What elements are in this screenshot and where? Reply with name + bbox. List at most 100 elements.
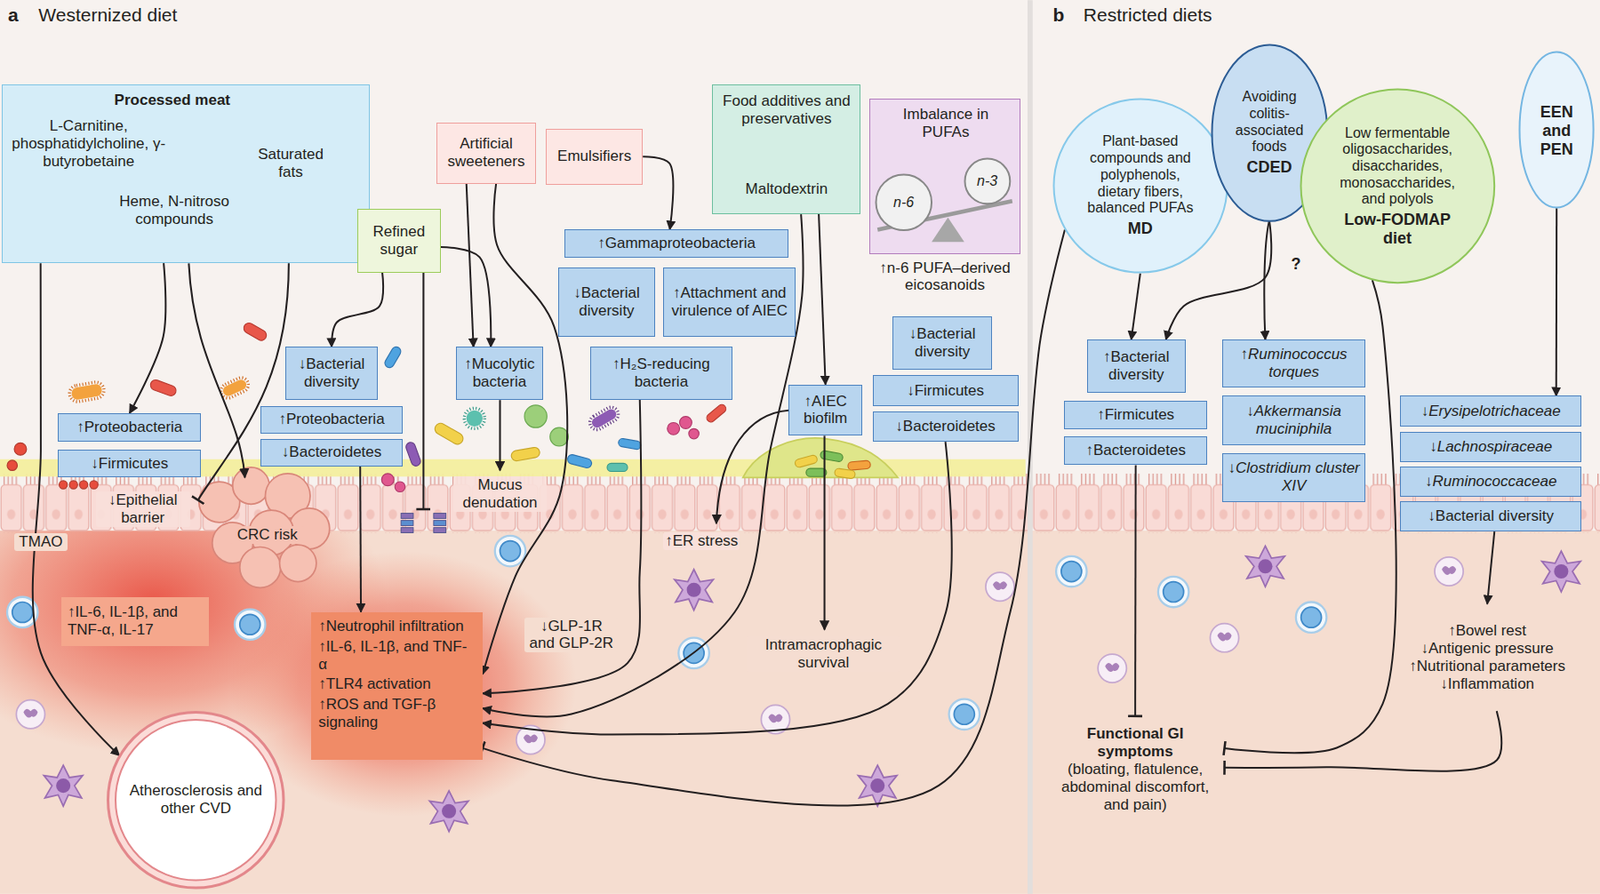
drawing-part	[432, 421, 465, 447]
node-text: Refined sugar	[362, 223, 436, 259]
drawing-part	[432, 421, 465, 447]
drawing-part	[280, 544, 317, 582]
drawing-part	[394, 481, 405, 492]
drawing-part	[232, 467, 270, 504]
annotation-label: Intramacrophagic survival	[746, 636, 900, 672]
arrow-connector	[1555, 208, 1558, 396]
panel-title: b	[1050, 4, 1066, 27]
microbiota-change-box: ↓Clostridium cluster XIV	[1222, 453, 1366, 503]
microbiota-change-box: ↑Gammaproteobacteria	[564, 229, 790, 258]
drawing-part	[464, 408, 485, 429]
microbiota-change-box: ↑Ruminococcus torques	[1222, 339, 1366, 388]
vessel-lumen	[115, 720, 276, 880]
node-text: Heme, N-nitroso compounds	[97, 192, 251, 229]
drawing-part	[1209, 624, 1239, 653]
drawing-part	[1434, 557, 1464, 586]
node-content: Atherosclerosis and other CVD	[124, 782, 268, 818]
drawing-part	[70, 383, 103, 401]
drawing-part	[218, 375, 251, 400]
diet-circle: Plant-based compounds and polyphenols, d…	[1052, 97, 1229, 274]
drawing-part	[466, 410, 483, 427]
arrow-connector	[466, 184, 474, 348]
drawing-part	[381, 473, 394, 487]
drawing-part	[400, 513, 414, 520]
node-content: n-3	[973, 172, 1002, 190]
drawing-part	[704, 402, 728, 424]
panel-title: Restricted diets	[1081, 4, 1215, 27]
diet-component-box: Imbalance in PUFAsn-6n-3	[869, 98, 1021, 254]
drawing-part	[400, 528, 414, 534]
drawing-part	[587, 404, 622, 432]
drawing-part	[1246, 545, 1286, 587]
panel-title: a	[6, 4, 21, 27]
annotation-label: Mucus denudation	[453, 476, 548, 512]
node-text: Low-FODMAP diet	[1331, 210, 1464, 248]
node-text: ↑Mucolytic bacteria	[461, 355, 538, 392]
node-text: ↑IL-6, IL-1β, and TNF-α, IL-17	[67, 603, 203, 640]
node-text: Saturated fats	[243, 145, 338, 182]
diet-circle: n-3	[963, 157, 1012, 206]
drawing-part	[495, 536, 526, 567]
microbiota-change-box: ↑Mucolytic bacteria	[456, 346, 544, 400]
additive-box: Emulsifiers	[545, 128, 643, 185]
microbiota-change-box: ↓Ruminococcaceae	[1400, 466, 1582, 497]
drawing-part	[89, 480, 98, 489]
drawing-part	[14, 442, 27, 456]
microbiota-change-box: ↓Bacterial diversity	[558, 267, 656, 337]
drawing-part	[607, 463, 628, 472]
node-text: ↑TLR4 activation	[318, 675, 476, 694]
edge-label: ?	[1285, 255, 1306, 274]
panel-title: Westernized diet	[36, 4, 179, 27]
node-text: ↓Bacterial diversity	[897, 325, 986, 361]
arrow-connector	[642, 156, 673, 230]
drawing-part	[1296, 601, 1327, 632]
drawing-part	[1542, 551, 1582, 592]
drawing-part	[806, 468, 827, 477]
drawing-part	[587, 404, 622, 432]
annotation-label: ↑ER stress	[663, 532, 740, 551]
ellipse-outline	[1520, 52, 1594, 208]
node-text: n-3	[973, 172, 1002, 190]
drawing-part	[931, 217, 965, 243]
drawing-part	[429, 791, 469, 832]
drawing-part	[607, 463, 628, 472]
node-text: Plant-based compounds and polyphenols, d…	[1079, 134, 1202, 218]
drawing-part	[241, 320, 269, 343]
drawing-part	[1097, 654, 1127, 683]
node-text: ↑Nutritional parameters	[1397, 657, 1577, 676]
node-text: ↓Ruminococcaceae	[1405, 472, 1576, 491]
drawing-part	[221, 377, 248, 398]
inflamed-tissue	[0, 530, 577, 816]
edge-label: ↓GLP-1R and GLP-2R	[524, 617, 619, 654]
node-text: ↓Lachnospiraceae	[1405, 438, 1576, 456]
node-content: Low fermentable oligosaccharides, disacc…	[1331, 124, 1464, 248]
microbiota-change-box: ↓Bacterial diversity	[1400, 501, 1582, 532]
inhibition-connector	[482, 230, 1065, 807]
arrow-connector	[482, 184, 568, 675]
node-text: ↑Bacteroidetes	[1069, 441, 1202, 460]
node-text: MD	[1079, 219, 1202, 239]
drawing-part	[16, 700, 45, 729]
node-text: ↑Neutrophil infiltration	[318, 617, 476, 636]
drawing-part	[59, 480, 68, 489]
microbiota-change-box: ↓Bacterial diversity	[285, 346, 377, 400]
drawing-part	[69, 480, 78, 489]
drawing-part	[834, 468, 856, 480]
leader-lines	[188, 263, 824, 630]
drawing-part	[498, 400, 501, 471]
drawing-part	[688, 428, 699, 439]
ellipse-outline	[875, 175, 932, 232]
tight-junction	[400, 513, 447, 534]
drawing-part	[80, 480, 88, 489]
tumor-cluster	[199, 467, 330, 588]
drawing-part	[590, 407, 619, 430]
node-text: ↑Ruminococcus torques	[1227, 345, 1360, 382]
outcome-text-block: ↑Bowel rest↓Antigenic pressure↑Nutrition…	[1392, 604, 1582, 712]
edge-label: TMAO	[14, 533, 68, 552]
node-text: ↓Firmicutes	[878, 382, 1014, 400]
node-text: Food additives and preservatives	[720, 92, 852, 128]
drawing-part	[404, 440, 422, 467]
drawing-part	[68, 381, 106, 404]
microbiota-change-box: ↓Firmicutes	[57, 449, 201, 478]
